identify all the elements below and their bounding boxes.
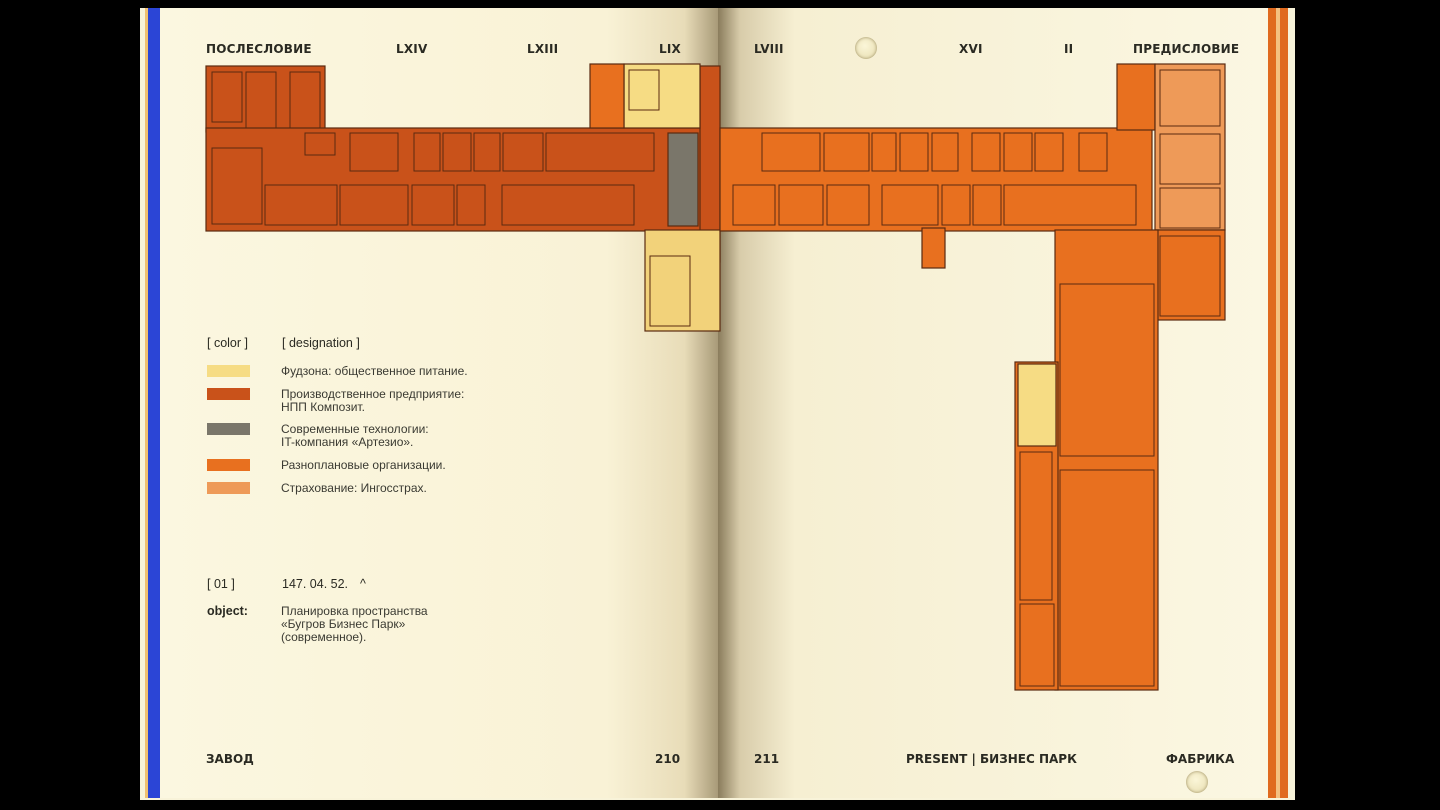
plan-wing-right [719,127,1153,232]
caret-up-icon: ^ [360,577,366,591]
legend-swatch-it [207,423,250,435]
object-description: Планировка пространства«Бугров Бизнес Па… [281,604,428,644]
legend-swatch-production [207,388,250,400]
edge-strip [145,8,148,798]
legend-label: Производственное предприятие:НПП Компози… [281,387,465,414]
edge-strip-orange [1268,8,1276,798]
edge-strip-blue [148,8,162,798]
legend-label: Современные технологии:IT-компания «Арте… [281,422,429,449]
object-label: object: [207,604,248,618]
legend-label: Фудзона: общественное питание. [281,364,468,378]
header-item: II [1064,42,1074,56]
header-item: ПРЕДИСЛОВИЕ [1133,42,1240,56]
header-item: LIX [659,42,681,56]
plan-room [589,63,625,129]
page-number-right: 211 [754,752,780,766]
plan-wing-south [1054,229,1159,691]
header-item: LVIII [754,42,784,56]
footer-left-title: ЗАВОД [206,752,254,766]
footer-right-title: PRESENT | БИЗНЕС ПАРК [906,752,1077,766]
plan-room-it [667,132,699,227]
header-item: ПОСЛЕСЛОВИЕ [206,42,312,56]
plan-room-insurance [1154,63,1226,231]
legend-label: Разноплановые организации. [281,458,446,472]
edge-strip-orange [1280,8,1288,798]
page-number-left: 210 [655,752,681,766]
plan-wing-left [205,127,717,232]
plan-room [1116,63,1156,131]
record-index: [ 01 ] [207,577,235,591]
edge-strip [1276,8,1280,798]
plan-room [921,227,946,269]
legend-color-header: [ color ] [207,336,248,350]
record-code: 147. 04. 52. [282,577,349,591]
plan-inner-walls [211,69,1221,687]
header-item: XVI [959,42,983,56]
plan-room [205,65,326,133]
plan-room-food [623,63,701,129]
header-item: LXIII [527,42,559,56]
legend-label: Страхование: Ингосстрах. [281,481,427,495]
punch-hole [855,37,877,59]
legend-swatch-various [207,459,250,471]
legend-swatch-food [207,365,250,377]
plan-room-food [644,229,721,332]
legend-swatch-insurance [207,482,250,494]
plan-room [1154,229,1226,321]
footer-right-label: ФАБРИКА [1166,752,1235,766]
header-item: LXIV [396,42,428,56]
plan-room-food [1017,363,1057,447]
legend-designation-header: [ designation ] [282,336,360,350]
punch-hole [1186,771,1208,793]
